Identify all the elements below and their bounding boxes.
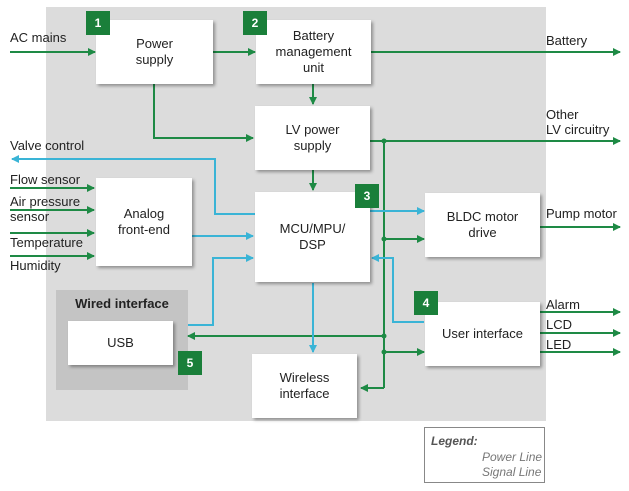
valve-control-label: Valve control [10, 138, 85, 153]
humidity-label: Humidity [10, 258, 61, 273]
legend-power-line-label: Power Line [482, 450, 543, 464]
wireless-interface-block: Wireless interface [252, 354, 357, 418]
user-interface-label: User interface [442, 326, 523, 341]
pump-motor-label: Pump motor [546, 206, 617, 221]
valve-control-line [11, 155, 255, 215]
wired-interface-title: Wired interface [75, 296, 169, 311]
battery-output-label: Battery [546, 33, 588, 48]
badge-4: 4 [414, 291, 438, 315]
power-supply-label: Power supply [135, 36, 174, 67]
badge-5: 5 [178, 351, 202, 375]
usb-to-mcu-line [188, 254, 254, 326]
lcd-label: LCD [546, 317, 573, 332]
badge-3: 3 [355, 184, 379, 208]
battery-management-label: Battery management unit [275, 28, 352, 75]
other-lv-circuitry-label: Other LV circuitry [546, 107, 610, 137]
alarm-label: Alarm [546, 297, 580, 312]
ac-mains-label: AC mains [10, 30, 67, 45]
bldc-motor-drive-block: BLDC motor drive [425, 193, 540, 257]
badge-1: 1 [86, 11, 110, 35]
power-supply-block: Power supply [96, 20, 213, 84]
lv-power-supply-label: LV power supply [285, 122, 340, 153]
usb-block: USB [68, 321, 173, 365]
legend-title: Legend: [431, 434, 478, 448]
mcu-label: MCU/MPU/ DSP [279, 221, 346, 252]
mcu-block: MCU/MPU/ DSP [255, 192, 370, 282]
badge-2: 2 [243, 11, 267, 35]
ps-to-lv-line [153, 84, 254, 142]
analog-front-end-label: Analog front-end [117, 206, 171, 237]
legend-signal-line-label: Signal Line [482, 465, 542, 479]
wireless-interface-label: Wireless interface [279, 370, 330, 401]
analog-front-end-block: Analog front-end [96, 178, 192, 266]
air-pressure-sensor-label: Air pressure sensor [10, 194, 81, 224]
legend: Legend: Power Line Signal Line [424, 427, 545, 483]
ui-to-mcu-line [371, 254, 424, 323]
user-interface-block: User interface [425, 302, 540, 366]
temperature-label: Temperature [10, 235, 83, 250]
flow-sensor-label: Flow sensor [10, 172, 81, 187]
lv-power-supply-block: LV power supply [255, 106, 370, 170]
usb-label: USB [107, 335, 134, 350]
led-label: LED [546, 337, 572, 352]
bldc-motor-drive-label: BLDC motor drive [446, 209, 519, 240]
battery-management-block: Battery management unit [256, 20, 371, 84]
